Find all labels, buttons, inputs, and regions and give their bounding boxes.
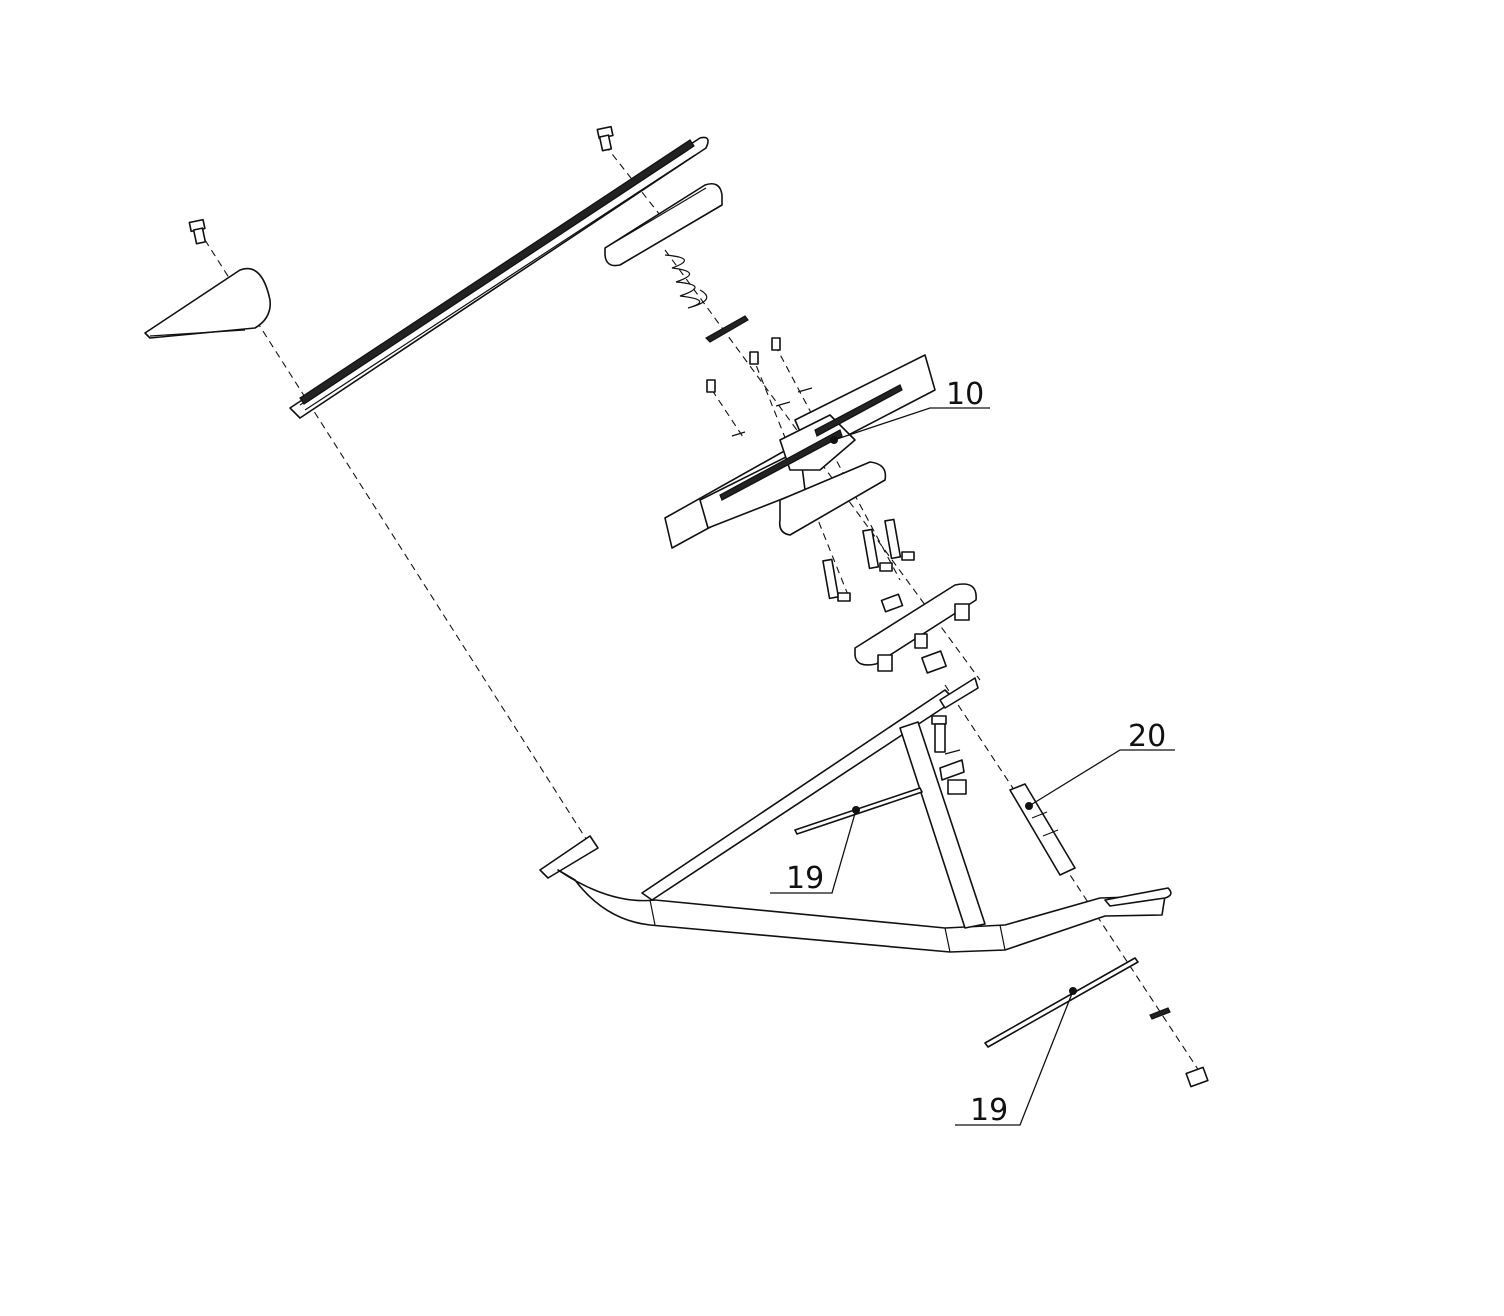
cap-disc [604, 182, 723, 267]
hex-bolt-top [596, 125, 614, 152]
long-arm [289, 136, 709, 419]
callout-20-label: 20 [1128, 719, 1166, 754]
coil-spring [664, 254, 708, 309]
callout-19-lower-label: 19 [970, 1093, 1008, 1128]
callout-19-lower: 19 [955, 987, 1077, 1128]
cup-bracket [144, 267, 272, 339]
hex-bolt-top-left [188, 218, 207, 245]
long-bolts [822, 518, 915, 602]
callout-10-label: 10 [946, 377, 984, 412]
frame-bolt [931, 715, 967, 795]
main-frame [539, 677, 1172, 953]
callout-19-upper-label: 19 [786, 861, 824, 896]
assembly-axes [204, 144, 1206, 1081]
callout-19-upper: 19 [770, 806, 860, 896]
blade-lower [984, 957, 1139, 1048]
lower-flange [854, 583, 977, 674]
callout-10: 10 [830, 377, 990, 444]
hub-assembly [664, 354, 936, 549]
bottom-hardware [1149, 1007, 1209, 1088]
callout-20: 20 [1025, 719, 1175, 810]
washer [705, 315, 749, 343]
small-pins [706, 337, 813, 437]
